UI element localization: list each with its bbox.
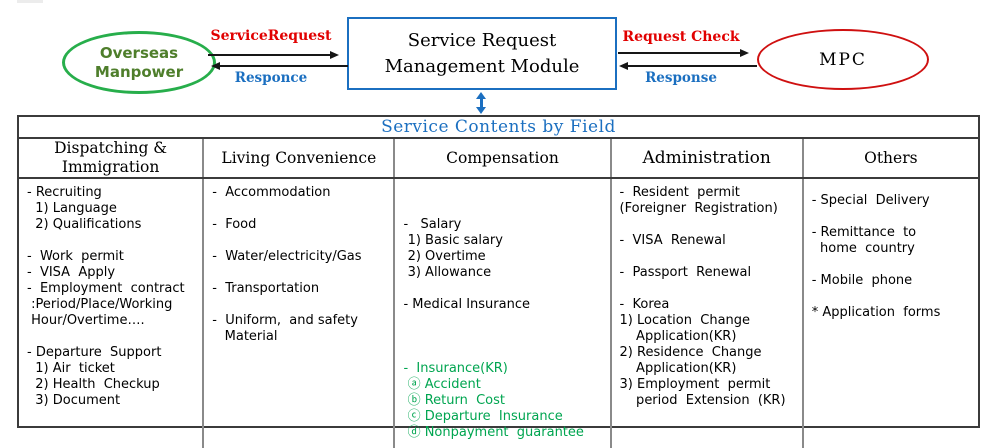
screen-artifact bbox=[17, 0, 43, 3]
arrow-left-head-icon bbox=[619, 62, 628, 70]
cell-administration: - Resident permit (Foreigner Registratio… bbox=[612, 179, 804, 448]
service-request-module-label: Service Request Management Module bbox=[384, 29, 580, 77]
compensation-insurance-kr-items: - Insurance(KR) ⓐ Accident ⓑ Return Cost… bbox=[403, 361, 584, 440]
arrow-left-request-line bbox=[208, 54, 332, 56]
mpc-label: MPC bbox=[819, 49, 867, 70]
cell-dispatching-immigration: - Recruiting 1) Language 2) Qualificatio… bbox=[19, 179, 205, 448]
arrow-down-head-icon bbox=[476, 107, 486, 114]
request-check-label: Request Check bbox=[622, 29, 740, 45]
header-compensation: Compensation bbox=[395, 139, 612, 177]
arrow-left-response-line bbox=[220, 65, 348, 67]
arrow-up-head-icon bbox=[476, 92, 486, 99]
header-administration: Administration bbox=[612, 139, 804, 177]
table-header-row: Dispatching & Immigration Living Conveni… bbox=[19, 139, 978, 179]
service-request-module-box: Service Request Management Module bbox=[347, 17, 617, 90]
header-living-convenience: Living Convenience bbox=[204, 139, 396, 177]
mpc-node: MPC bbox=[757, 29, 929, 90]
responce-label: Responce bbox=[234, 70, 308, 86]
arrow-bar bbox=[479, 96, 483, 110]
service-contents-table: Service Contents by Field Dispatching & … bbox=[17, 115, 980, 448]
overseas-manpower-label: Overseas Manpower bbox=[94, 43, 184, 81]
cell-living-convenience: - Accommodation - Food - Water/electrici… bbox=[204, 179, 396, 448]
header-others: Others bbox=[864, 148, 918, 167]
cell-others: - Special Delivery - Remittance to home … bbox=[811, 193, 941, 320]
table-body-row: - Recruiting 1) Language 2) Qualificatio… bbox=[19, 179, 978, 448]
cell-compensation: - Salary 1) Basic salary 2) Overtime 3) … bbox=[395, 179, 612, 448]
arrow-right-head-icon bbox=[330, 51, 339, 59]
response-label: Response bbox=[645, 70, 717, 86]
arrow-left-head-icon bbox=[211, 62, 220, 70]
arrow-right-response-line bbox=[628, 65, 757, 67]
service-request-label: ServiceRequest bbox=[210, 28, 332, 44]
compensation-black-items: - Salary 1) Basic salary 2) Overtime 3) … bbox=[403, 217, 530, 312]
overseas-manpower-node: Overseas Manpower bbox=[62, 31, 216, 94]
header-dispatching-immigration: Dispatching & Immigration bbox=[19, 139, 205, 177]
vertical-double-arrow-icon bbox=[474, 92, 488, 114]
arrow-right-head-icon bbox=[740, 49, 749, 57]
table-title: Service Contents by Field bbox=[19, 117, 978, 139]
arrow-right-request-line bbox=[618, 52, 742, 54]
